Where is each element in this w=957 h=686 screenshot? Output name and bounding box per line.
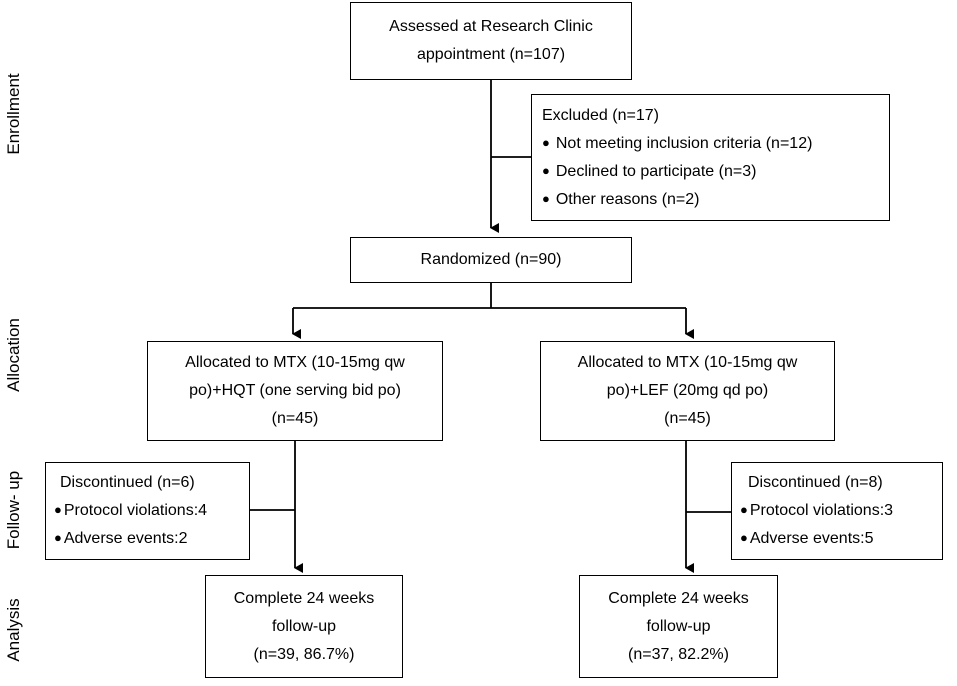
stage-label-allocation: Allocation — [4, 318, 23, 392]
discontinued-box-left: Discontinued (n=6) Protocol violations:4… — [45, 462, 250, 560]
analysis-left-line-1: Complete 24 weeks — [233, 589, 375, 607]
excluded-item: Declined to participate (n=3) — [542, 158, 889, 186]
analysis-right-line-3: (n=37, 82.2%) — [628, 645, 729, 663]
excluded-box: Excluded (n=17) Not meeting inclusion cr… — [531, 94, 890, 221]
allocation-right-line-3: (n=45) — [664, 410, 711, 427]
stage-label-analysis: Analysis — [4, 598, 23, 662]
analysis-box-right: Complete 24 weeks follow-up (n=37, 82.2%… — [579, 575, 778, 678]
stage-label-follow-up: Follow- up — [4, 470, 23, 550]
discontinued-right-title: Discontinued (n=8) — [748, 474, 883, 491]
discontinued-right-item: Adverse events:5 — [740, 525, 942, 553]
excluded-item: Not meeting inclusion criteria (n=12) — [542, 130, 889, 158]
discontinued-left-title: Discontinued (n=6) — [60, 474, 195, 491]
discontinued-box-right: Discontinued (n=8) Protocol violations:3… — [731, 462, 943, 560]
assessed-line-2: appointment (n=107) — [416, 46, 566, 63]
randomized-box: Randomized (n=90) — [350, 237, 632, 283]
stage-label-enrollment: Enrollment — [4, 73, 23, 155]
analysis-right-line-1: Complete 24 weeks — [608, 589, 749, 607]
discontinued-left-item: Protocol violations:4 — [54, 497, 249, 525]
analysis-left-line-2: follow-up — [271, 617, 337, 635]
excluded-title: Excluded (n=17) — [542, 106, 659, 124]
analysis-right-line-2: follow-up — [646, 617, 711, 635]
randomized-label: Randomized (n=90) — [420, 251, 562, 268]
allocation-left-line-3: (n=45) — [271, 410, 319, 427]
allocation-right-line-1: Allocated to MTX (10-15mg qw — [577, 354, 798, 371]
discontinued-right-item: Protocol violations:3 — [740, 497, 942, 525]
assessed-box: Assessed at Research Clinic appointment … — [350, 2, 632, 80]
excluded-item: Other reasons (n=2) — [542, 186, 889, 214]
discontinued-left-item: Adverse events:2 — [54, 525, 249, 553]
allocation-right-line-2: po)+LEF (20mg qd po) — [606, 382, 769, 399]
allocation-box-right: Allocated to MTX (10-15mg qw po)+LEF (20… — [540, 341, 835, 441]
allocation-box-left: Allocated to MTX (10-15mg qw po)+HQT (on… — [147, 341, 443, 441]
assessed-line-1: Assessed at Research Clinic — [389, 18, 593, 35]
allocation-left-line-2: po)+HQT (one serving bid po) — [189, 382, 401, 399]
allocation-left-line-1: Allocated to MTX (10-15mg qw — [185, 354, 405, 371]
analysis-box-left: Complete 24 weeks follow-up (n=39, 86.7%… — [205, 575, 403, 678]
analysis-left-line-3: (n=39, 86.7%) — [253, 645, 355, 663]
